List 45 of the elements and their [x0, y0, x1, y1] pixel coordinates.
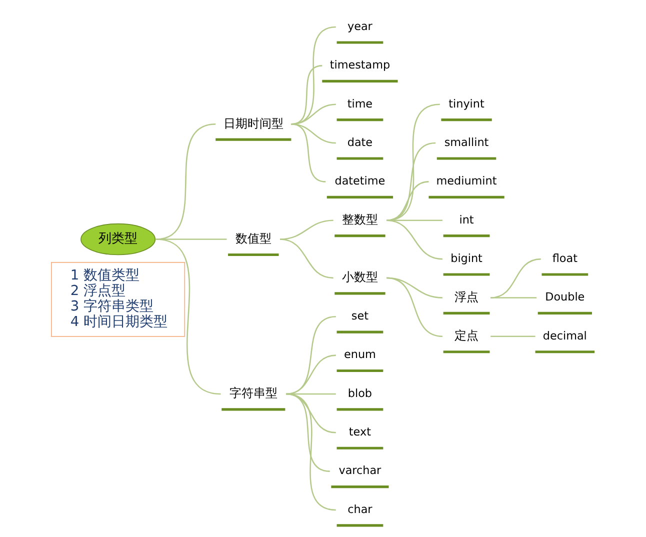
node-text: year — [348, 20, 372, 33]
connector — [280, 220, 334, 240]
node-text: varchar — [338, 464, 382, 478]
connector — [386, 277, 443, 338]
node-text: 日期时间型 — [223, 116, 284, 130]
connector — [490, 258, 541, 298]
connector — [286, 316, 336, 395]
connector — [291, 26, 336, 125]
node-box: 1 数值类型 2 浮点型 3 字符串类型 4 时间日期类型 — [51, 262, 186, 337]
connector — [386, 220, 443, 260]
node-text: 定点 — [454, 328, 479, 343]
connector — [286, 393, 336, 511]
connector — [386, 220, 442, 222]
node-text: blob — [348, 386, 372, 400]
node-text: float — [552, 252, 578, 265]
node-text: char — [348, 502, 372, 516]
node-text: 浮点 — [454, 290, 479, 304]
node-text: decimal — [542, 329, 587, 342]
node-text: mediumint — [436, 174, 497, 188]
node-text: smallint — [444, 136, 489, 149]
connector — [156, 238, 227, 240]
connector — [490, 297, 537, 298]
connector — [291, 65, 322, 125]
node-text: int — [459, 213, 474, 226]
node-text: timestamp — [330, 58, 390, 72]
connector — [280, 238, 334, 279]
connector — [286, 393, 336, 434]
node-text: datetime — [334, 174, 386, 188]
node-text: text — [348, 426, 371, 439]
connector — [490, 336, 536, 338]
connector — [286, 354, 336, 395]
node-ellipse: 列类型 — [80, 223, 156, 256]
node-text: 整数型 — [342, 212, 378, 227]
connector — [156, 238, 221, 395]
node-text: 字符串型 — [229, 386, 278, 400]
node-text: bigint — [450, 252, 482, 265]
node-text: set — [351, 310, 368, 323]
node-text: date — [347, 136, 373, 149]
node-text: 数值型 — [235, 231, 272, 246]
node-text: tinyint — [448, 97, 484, 110]
node-text: 小数型 — [342, 270, 378, 284]
node-text: Double — [545, 290, 585, 304]
node-text: enum — [344, 348, 376, 362]
connector — [291, 124, 326, 182]
node-text: time — [347, 97, 373, 110]
